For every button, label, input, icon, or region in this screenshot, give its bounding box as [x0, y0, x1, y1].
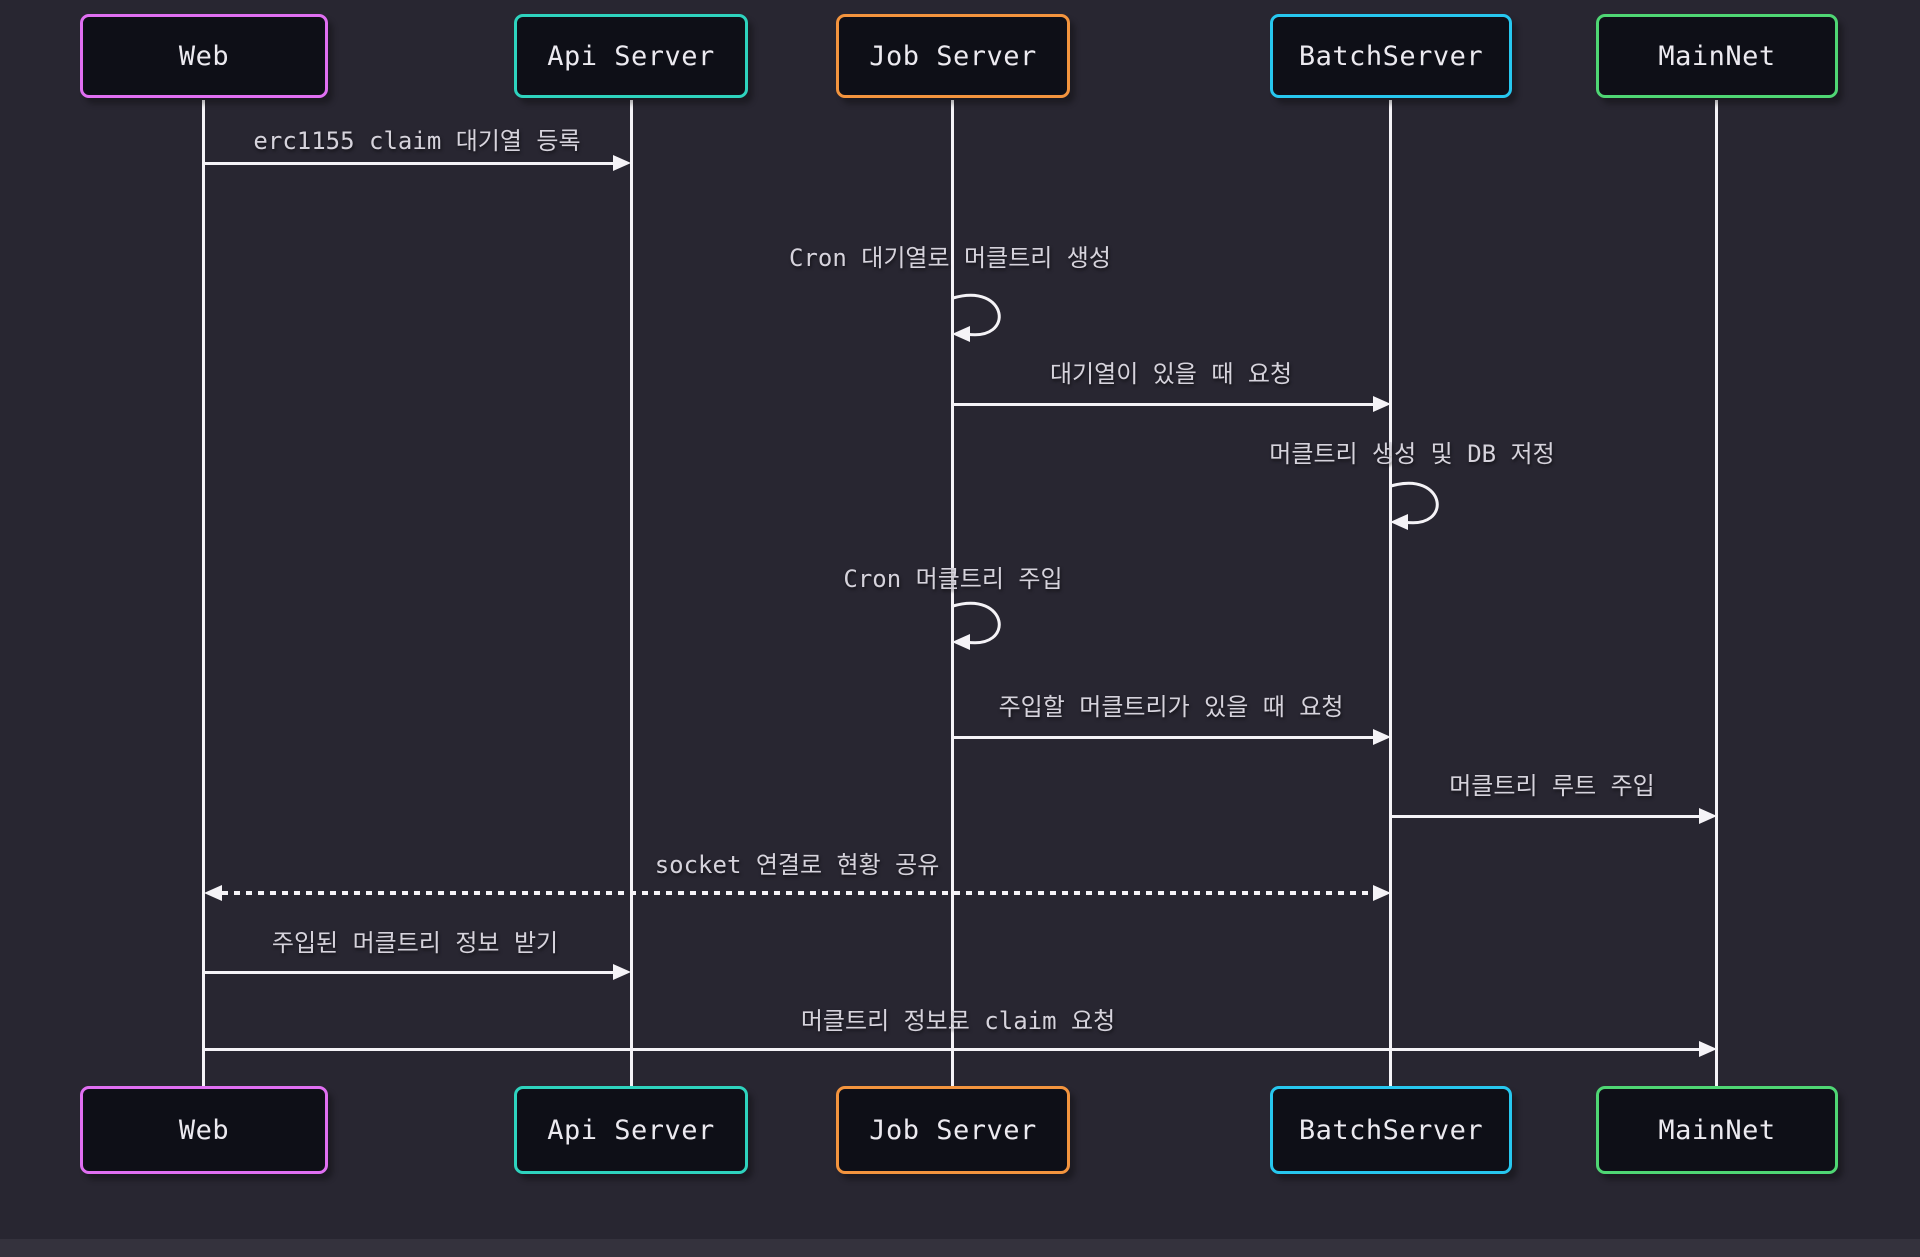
actor-batchserver-bottom: BatchServer: [1270, 1086, 1512, 1174]
actor-web-bottom: Web: [80, 1086, 328, 1174]
arrowhead-icon: [613, 155, 631, 171]
message-label: 머클트리 생성 및 DB 저정: [1269, 440, 1555, 468]
footer-strip: [0, 1239, 1920, 1257]
lifeline-web: [202, 100, 205, 1086]
message-line: [204, 1048, 1699, 1051]
actor-label: MainNet: [1658, 40, 1776, 72]
message-line: [953, 403, 1373, 406]
actor-label: Api Server: [547, 40, 715, 72]
actor-label: Web: [178, 1114, 230, 1146]
actor-mainnet-bottom: MainNet: [1596, 1086, 1838, 1174]
lifeline-api-server: [630, 100, 633, 1086]
arrowhead-icon: [1373, 729, 1391, 745]
actor-label: MainNet: [1658, 1114, 1776, 1146]
arrowhead-icon: [1699, 808, 1717, 824]
message-line: [204, 971, 613, 974]
message-label: erc1155 claim 대기열 등록: [253, 127, 581, 155]
message-label: socket 연결로 현황 공유: [654, 851, 940, 879]
message-label: Cron 대기열로 머클트리 생성: [789, 244, 1111, 272]
message-line: [1391, 815, 1699, 818]
message-label: Cron 머클트리 주입: [843, 565, 1063, 593]
arrowhead-icon: [613, 964, 631, 980]
arrowhead-icon: [1373, 885, 1391, 901]
actor-batchserver-top: BatchServer: [1270, 14, 1512, 98]
lifeline-job-server: [951, 100, 954, 1086]
actor-mainnet-top: MainNet: [1596, 14, 1838, 98]
lifeline-batchserver: [1389, 100, 1392, 1086]
message-line: [953, 736, 1373, 739]
actor-label: BatchServer: [1298, 1114, 1484, 1146]
actor-api-server-bottom: Api Server: [514, 1086, 748, 1174]
self-loop-arrow: [952, 293, 1001, 342]
actor-job-server-bottom: Job Server: [836, 1086, 1070, 1174]
actor-label: Api Server: [547, 1114, 715, 1146]
actor-label: Web: [178, 40, 230, 72]
actor-api-server-top: Api Server: [514, 14, 748, 98]
actor-label: Job Server: [869, 1114, 1037, 1146]
message-label: 머클트리 루트 주입: [1449, 772, 1655, 800]
arrowhead-icon: [1699, 1041, 1717, 1057]
message-label: 대기열이 있을 때 요청: [1049, 360, 1293, 388]
arrowhead-icon: [204, 885, 222, 901]
message-dotted-line: [222, 891, 1373, 895]
message-line: [204, 162, 613, 165]
message-label: 머클트리 정보로 claim 요청: [800, 1007, 1116, 1035]
actor-label: Job Server: [869, 40, 1037, 72]
actor-job-server-top: Job Server: [836, 14, 1070, 98]
message-label: 주입된 머클트리 정보 받기: [271, 929, 559, 957]
arrowhead-icon: [1373, 396, 1391, 412]
message-label: 주입할 머클트리가 있을 때 요청: [998, 693, 1344, 721]
self-loop-arrow: [1390, 481, 1439, 530]
lifeline-mainnet: [1715, 100, 1718, 1086]
actor-label: BatchServer: [1298, 40, 1484, 72]
actor-web-top: Web: [80, 14, 328, 98]
self-loop-arrow: [952, 601, 1001, 650]
